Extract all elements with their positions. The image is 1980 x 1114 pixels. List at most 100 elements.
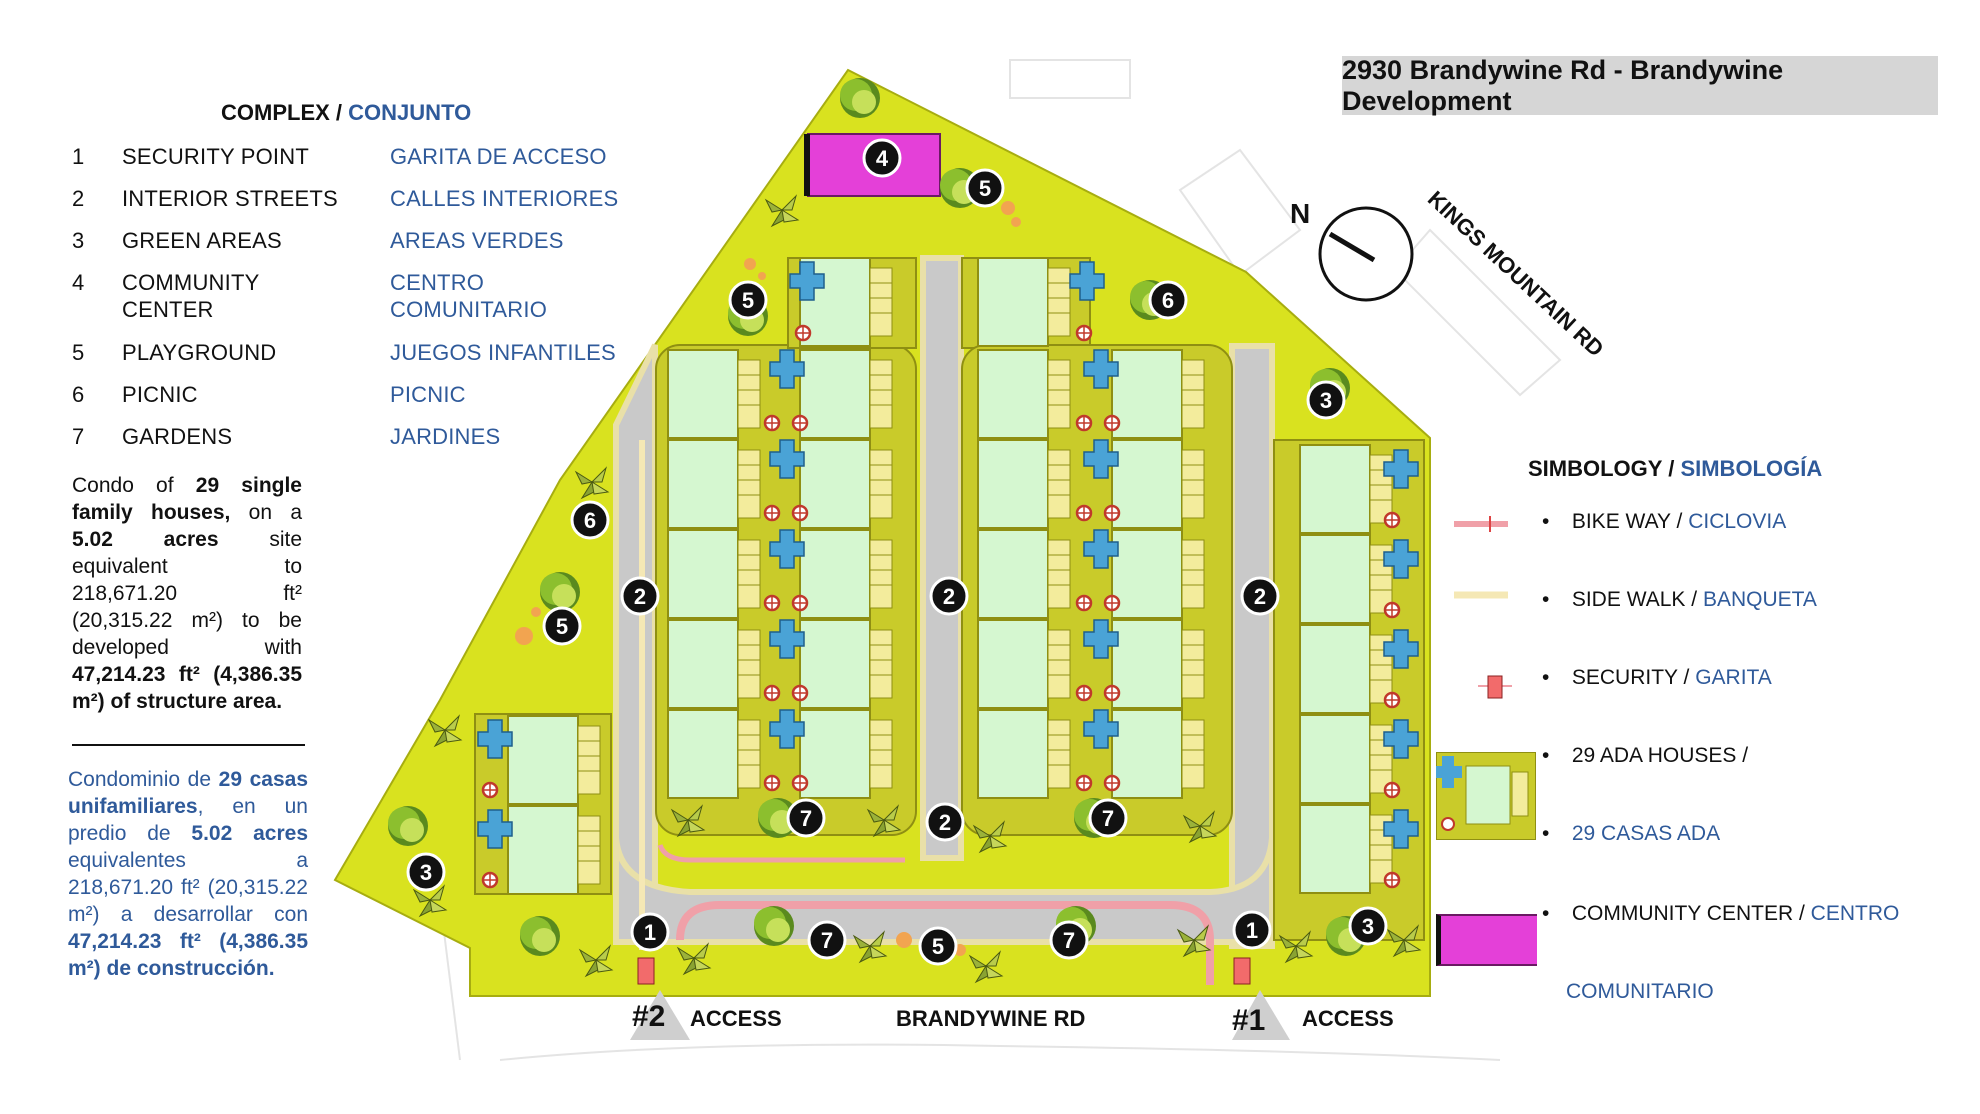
bike-way-es: CICLOVIA xyxy=(1688,510,1787,533)
bullet: • xyxy=(1542,744,1550,767)
access-1-triangle xyxy=(1232,990,1290,1040)
svg-text:4: 4 xyxy=(876,146,889,171)
ada-houses-es: 29 CASAS ADA xyxy=(1571,822,1721,845)
access-2-number: #2 xyxy=(632,1000,666,1033)
marker-2-south: 2 xyxy=(925,802,965,842)
svg-text:5: 5 xyxy=(742,288,754,313)
marker-5-west: 5 xyxy=(728,280,768,320)
svg-text:1: 1 xyxy=(1246,918,1258,943)
marker-2-west: 2 xyxy=(620,576,660,616)
bullet: • xyxy=(1542,902,1550,925)
legend-en-7: GARDENS xyxy=(122,424,233,449)
sidewalk-swatch xyxy=(1454,591,1508,599)
access-1-number: #1 xyxy=(1232,1004,1266,1037)
description-en: Condo of 29 single family houses, on a 5… xyxy=(72,472,302,715)
marker-6-north: 6 xyxy=(1148,280,1188,320)
simb-item-community-center: • COMMUNITY CENTER / CENTRO xyxy=(1542,902,1899,926)
brandywine-road-label: BRANDYWINE RD xyxy=(896,1006,1086,1031)
north-arrow xyxy=(1318,206,1414,302)
svg-text:3: 3 xyxy=(1362,914,1374,939)
security-booths xyxy=(637,957,1251,985)
marker-7-south-b: 7 xyxy=(1049,920,1089,960)
community-center-es: CENTRO xyxy=(1810,902,1900,925)
desc-es-text3: equivalentes a 218,671.20 ft² (20,315.22… xyxy=(68,849,308,926)
complex-title-es: CONJUNTO xyxy=(348,100,472,125)
title-banner: 2930 Brandywine Rd - Brandywine Developm… xyxy=(1342,54,1938,116)
access-2-label: ACCESS xyxy=(690,1006,782,1031)
marker-2-center: 2 xyxy=(929,576,969,616)
legend-es-3: AREAS VERDES xyxy=(390,228,564,253)
description-es: Condominio de 29 casas unifamiliares, en… xyxy=(68,766,308,982)
marker-7-east: 7 xyxy=(1088,798,1128,838)
ada-house-swatch xyxy=(1436,752,1536,840)
bullet: • xyxy=(1542,588,1550,611)
desc-en-text3: site equivalent to 218,671.20 ft² (20,31… xyxy=(72,528,302,659)
access-2-triangle xyxy=(630,990,690,1040)
svg-text:5: 5 xyxy=(979,176,991,201)
legend-num-3: 3 xyxy=(72,228,85,253)
desc-es-bold1: 29 casas unifamiliares xyxy=(68,768,309,818)
desc-es-bold3: 47,214.23 ft² (4,386.35 m²) de construcc… xyxy=(68,930,308,980)
simb-item-bike-way: • BIKE WAY / CICLOVIA xyxy=(1542,510,1786,534)
desc-es-bold2: 5.02 acres xyxy=(191,822,308,845)
bullet: • xyxy=(1542,666,1550,689)
complex-title-sep: / xyxy=(335,100,343,125)
ada-houses-en: 29 ADA HOUSES / xyxy=(1571,744,1749,767)
north-label: N xyxy=(1290,198,1311,229)
plan-markers: 4 5 5 6 3 6 5 2 2 2 2 7 7 3 1 1 7 5 7 3 xyxy=(406,138,1388,966)
svg-text:3: 3 xyxy=(1320,388,1332,413)
complex-title-en: COMPLEX xyxy=(221,100,330,125)
legend-num-6: 6 xyxy=(72,382,85,407)
security-es: GARITA xyxy=(1695,666,1772,689)
legend-en-6: PICNIC xyxy=(122,382,198,407)
marker-3-southeast: 3 xyxy=(1348,906,1388,946)
desc-en-bold1: 29 single family houses, xyxy=(72,474,302,524)
playground-dots xyxy=(515,201,1021,956)
community-center-es-line2: COMUNITARIO xyxy=(1566,980,1714,1003)
desc-es-text2: , en un predio de xyxy=(68,795,308,845)
legend-en-3: GREEN AREAS xyxy=(122,228,282,253)
marker-3-southwest: 3 xyxy=(406,852,446,892)
complex-heading: COMPLEX / CONJUNTO xyxy=(221,100,471,126)
description-divider xyxy=(72,744,305,746)
desc-en-text1: Condo of xyxy=(72,474,196,497)
houses-east-block xyxy=(1299,444,1393,894)
legend-num-1: 1 xyxy=(72,144,85,169)
svg-text:6: 6 xyxy=(584,508,596,533)
sidewalk-en: SIDE WALK xyxy=(1571,588,1686,611)
svg-text:3: 3 xyxy=(420,860,432,885)
bike-way-sep: / xyxy=(1676,510,1683,533)
simb-item-ada-houses: • 29 ADA HOUSES / xyxy=(1542,744,1748,768)
simbology-title-es: SIMBOLOGÍA xyxy=(1680,456,1823,481)
access-1-label: ACCESS xyxy=(1302,1006,1394,1031)
bike-way-swatch xyxy=(1454,516,1508,532)
marker-5-south: 5 xyxy=(918,926,958,966)
legend-es-2: CALLES INTERIORES xyxy=(390,186,619,211)
legend-en-5: PLAYGROUND xyxy=(122,340,277,365)
svg-text:7: 7 xyxy=(821,928,833,953)
svg-text:2: 2 xyxy=(634,584,646,609)
security-sep: / xyxy=(1683,666,1690,689)
bullet: • xyxy=(1542,510,1550,533)
legend-es-5: JUEGOS INFANTILES xyxy=(390,340,616,365)
svg-text:2: 2 xyxy=(1254,584,1266,609)
sidewalk-south xyxy=(657,844,905,863)
svg-text:6: 6 xyxy=(1162,288,1174,313)
marker-3-northeast: 3 xyxy=(1306,380,1346,420)
svg-text:7: 7 xyxy=(1063,928,1075,953)
bullet: • xyxy=(1542,822,1550,845)
legend-num-7: 7 xyxy=(72,424,85,449)
community-center-sep: / xyxy=(1798,902,1805,925)
security-en: SECURITY xyxy=(1571,666,1678,689)
simbology-title-en: SIMBOLOGY xyxy=(1528,456,1663,481)
simb-item-security: • SECURITY / GARITA xyxy=(1542,666,1772,690)
legend-es-1: GARITA DE ACCESO xyxy=(390,144,607,169)
legend-en-2: INTERIOR STREETS xyxy=(122,186,338,211)
legend-en-4b: CENTER xyxy=(122,297,214,322)
page-title: 2930 Brandywine Rd - Brandywine Developm… xyxy=(1342,54,1784,116)
svg-text:2: 2 xyxy=(939,810,951,835)
svg-text:7: 7 xyxy=(800,806,812,831)
marker-7-south-a: 7 xyxy=(807,920,847,960)
community-center-en: COMMUNITY CENTER xyxy=(1571,902,1794,925)
